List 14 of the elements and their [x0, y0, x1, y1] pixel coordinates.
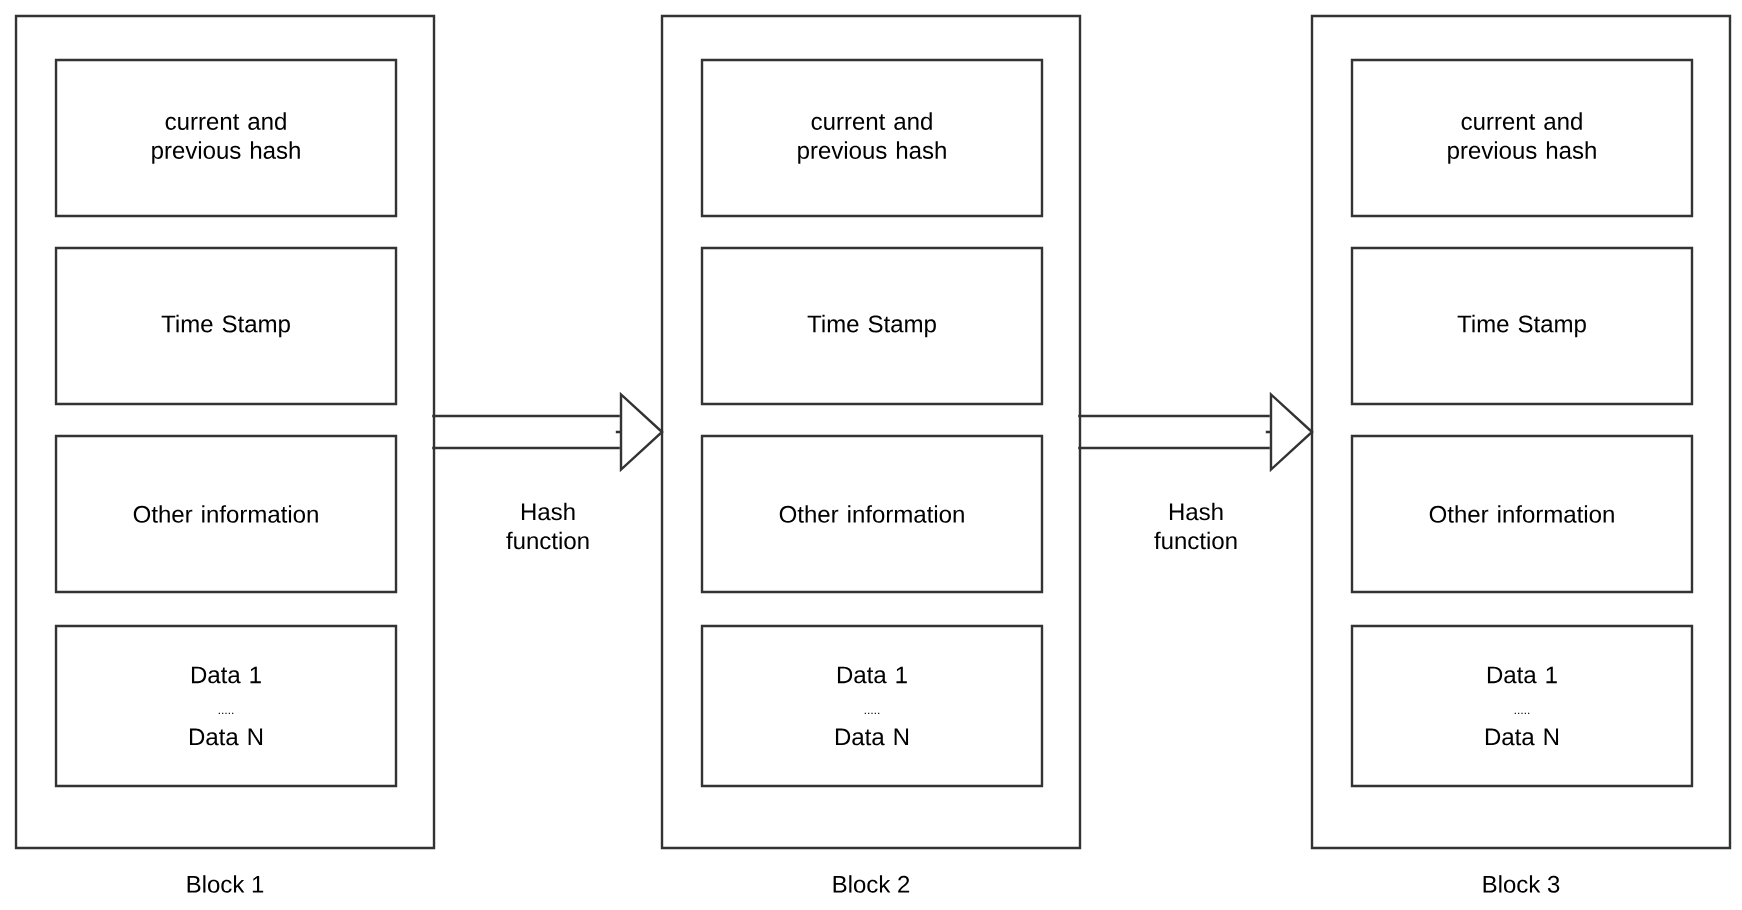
- field-box: Time Stamp: [700, 246, 1044, 406]
- field-box: Other information: [700, 434, 1044, 594]
- field-box: Time Stamp: [1350, 246, 1694, 406]
- field-box: current and previous hash: [700, 58, 1044, 218]
- node-label: Block 2: [833, 875, 910, 893]
- field-box: current and previous hash: [54, 58, 398, 218]
- field-box: Other information: [1350, 434, 1694, 594]
- edge-label: Hash function: [506, 502, 589, 550]
- field-box: current and previous hash: [1350, 58, 1694, 218]
- field-box: Other information: [54, 434, 398, 594]
- field-box: Time Stamp: [54, 246, 398, 406]
- node-label: Block 3: [1483, 875, 1560, 893]
- edge-label: Hash function: [1154, 502, 1237, 550]
- node-label: Block 1: [187, 875, 264, 893]
